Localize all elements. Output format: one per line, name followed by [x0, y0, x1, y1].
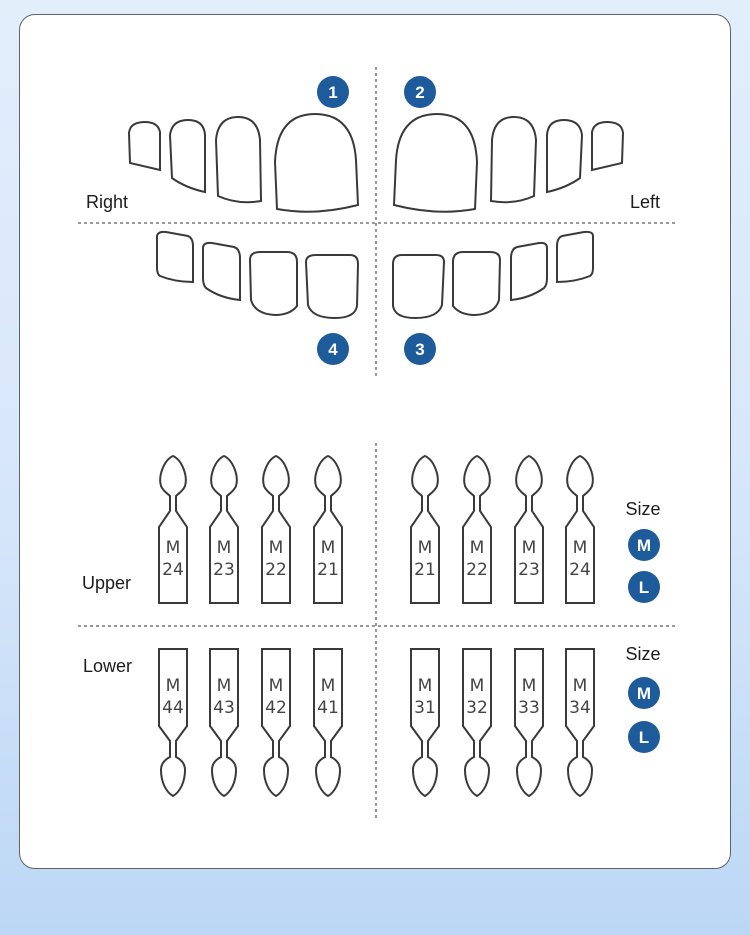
tab-tooth-number: 31	[414, 698, 436, 718]
tab-tooth-number: 41	[317, 698, 339, 718]
lower-size-m-button[interactable]: M	[628, 677, 660, 709]
upper-size-label: Size	[625, 499, 660, 519]
svg-text:4: 4	[328, 340, 338, 359]
upper-size-m-button[interactable]: M	[628, 529, 660, 561]
tab-tooth-number: 33	[518, 698, 540, 718]
upper-shade-tab-22: M22	[261, 454, 291, 604]
lower-size-label: Size	[625, 644, 660, 664]
upper-shade-tab-22: M22	[462, 454, 492, 604]
upper-shade-tab-23: M23	[209, 454, 239, 604]
svg-text:L: L	[639, 728, 649, 747]
lower-shade-tab-32: M32	[462, 648, 492, 798]
right-side-label: Right	[86, 192, 128, 212]
tab-tooth-number: 34	[569, 698, 591, 718]
tab-size-code: M	[321, 538, 336, 558]
tab-size-code: M	[573, 676, 588, 696]
quadrant-badge-4: 4	[317, 333, 349, 365]
svg-text:L: L	[639, 578, 649, 597]
upper-left-premolar-tooth	[546, 118, 584, 194]
tab-tooth-number: 23	[213, 560, 235, 580]
lower-shade-tab-33: M33	[514, 648, 544, 798]
upper-left-canine-tooth	[489, 115, 538, 204]
lower-shade-tab-43: M43	[209, 648, 239, 798]
tab-tooth-number: 23	[518, 560, 540, 580]
upper-label: Upper	[82, 573, 131, 593]
upper-shade-tab-21: M21	[313, 454, 343, 604]
tab-tooth-number: 32	[466, 698, 488, 718]
upper-right-premolar-tooth	[168, 118, 206, 194]
tab-tooth-number: 42	[265, 698, 287, 718]
lower-left-incisor-tooth	[392, 254, 446, 320]
tab-tooth-number: 24	[569, 560, 591, 580]
upper-left-molar-tooth	[591, 120, 625, 172]
tab-tooth-number: 22	[466, 560, 488, 580]
tab-size-code: M	[470, 676, 485, 696]
tab-tooth-number: 24	[162, 560, 184, 580]
lower-shade-tab-41: M41	[313, 648, 343, 798]
tab-size-code: M	[269, 676, 284, 696]
upper-size-l-button[interactable]: L	[628, 571, 660, 603]
upper-right-canine-tooth	[214, 115, 263, 204]
svg-text:2: 2	[415, 83, 424, 102]
svg-text:M: M	[637, 536, 651, 555]
lower-left-premolar-tooth	[510, 241, 548, 302]
tab-size-code: M	[522, 538, 537, 558]
upper-right-molar-tooth	[127, 120, 161, 172]
tab-size-code: M	[522, 676, 537, 696]
upper-shade-tab-21: M21	[410, 454, 440, 604]
tab-size-code: M	[418, 538, 433, 558]
lower-shade-tab-31: M31	[410, 648, 440, 798]
tab-tooth-number: 21	[317, 560, 339, 580]
lower-size-l-button[interactable]: L	[628, 721, 660, 753]
tab-tooth-number: 43	[213, 698, 235, 718]
tab-size-code: M	[321, 676, 336, 696]
dental-arch: Right Left 1 2 3 4	[78, 67, 675, 377]
quadrant-badge-1: 1	[317, 76, 349, 108]
tab-size-code: M	[269, 538, 284, 558]
lower-label: Lower	[83, 656, 132, 676]
upper-left-incisor-tooth	[392, 112, 479, 213]
upper-shade-tab-24: M24	[565, 454, 595, 604]
lower-right-molar-tooth	[156, 230, 194, 284]
tab-tooth-number: 22	[265, 560, 287, 580]
quadrant-badge-3: 3	[404, 333, 436, 365]
tab-size-code: M	[166, 676, 181, 696]
upper-shade-tab-23: M23	[514, 454, 544, 604]
tab-size-code: M	[418, 676, 433, 696]
svg-text:M: M	[637, 684, 651, 703]
svg-text:1: 1	[328, 83, 337, 102]
lower-left-canine-tooth	[452, 251, 502, 317]
lower-shade-tab-42: M42	[261, 648, 291, 798]
tab-size-code: M	[217, 676, 232, 696]
upper-shade-tab-24: M24	[158, 454, 188, 604]
svg-text:3: 3	[415, 340, 424, 359]
lower-shade-tab-34: M34	[565, 648, 595, 798]
lower-right-canine-tooth	[248, 251, 298, 317]
left-side-label: Left	[630, 192, 660, 212]
tab-size-code: M	[470, 538, 485, 558]
tab-size-code: M	[217, 538, 232, 558]
tab-tooth-number: 21	[414, 560, 436, 580]
lower-shade-tab-44: M44	[158, 648, 188, 798]
lower-left-molar-tooth	[556, 230, 594, 284]
lower-right-premolar-tooth	[202, 241, 241, 302]
upper-right-incisor-tooth	[273, 112, 360, 213]
lower-right-incisor-tooth	[304, 254, 360, 320]
tab-tooth-number: 44	[162, 698, 184, 718]
tab-size-code: M	[166, 538, 181, 558]
tab-size-code: M	[573, 538, 588, 558]
quadrant-badge-2: 2	[404, 76, 436, 108]
